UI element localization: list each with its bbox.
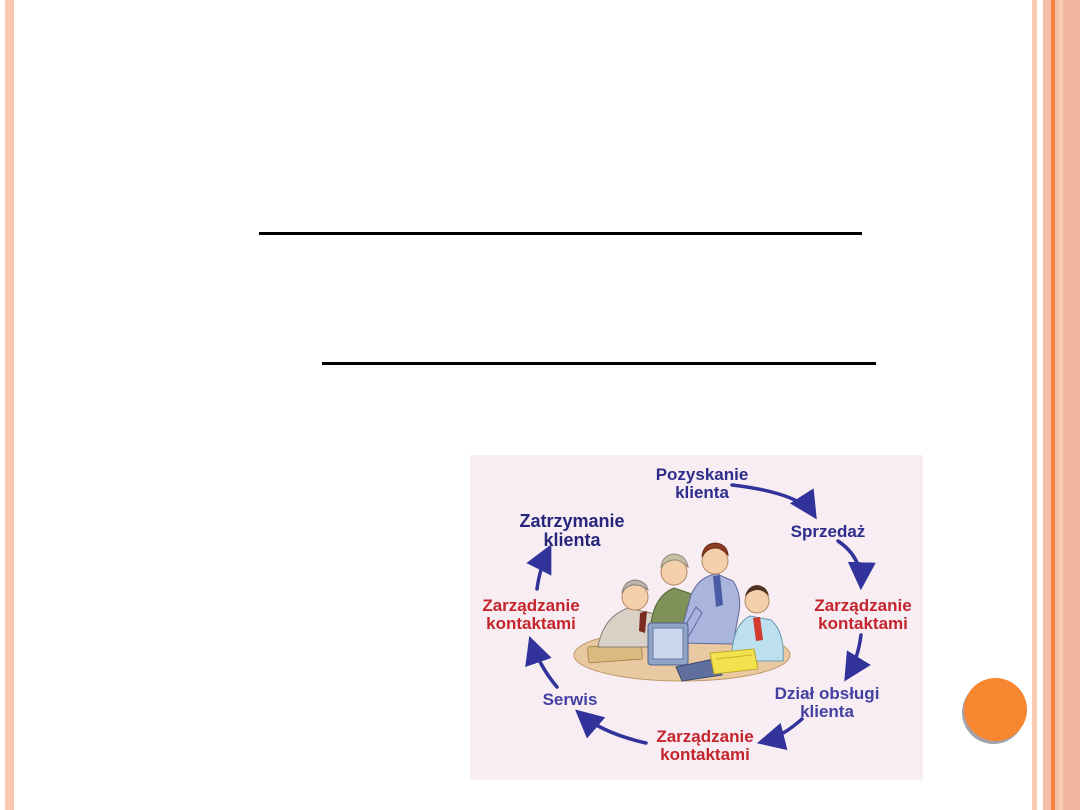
cycle-label-zarzadzanie-kontaktami-right: Zarządzanie kontaktami bbox=[814, 596, 912, 633]
laptop bbox=[647, 622, 723, 682]
right-border-band-inner bbox=[1055, 0, 1059, 810]
cycle-label-sprzedaz: Sprzedaż bbox=[790, 522, 866, 541]
heading-underline-2 bbox=[322, 362, 876, 365]
cycle-label-pozyskanie-klienta: Pozyskanie klienta bbox=[655, 465, 749, 502]
team-around-laptop-clipart bbox=[573, 542, 791, 682]
cycle-label-zarzadzanie-kontaktami-left: Zarządzanie kontaktami bbox=[482, 596, 580, 633]
page-number-circle bbox=[964, 678, 1027, 741]
right-border-band-outer bbox=[1063, 0, 1080, 810]
cycle-arrows bbox=[525, 483, 876, 751]
right-border-stripe-thin bbox=[1032, 0, 1037, 810]
left-border-stripe bbox=[5, 0, 14, 810]
yellow-pad bbox=[709, 648, 759, 675]
cycle-label-zarzadzanie-kontaktami-bottom: Zarządzanie kontaktami bbox=[656, 727, 754, 764]
cycle-label-serwis: Serwis bbox=[542, 690, 598, 709]
right-border-band bbox=[1043, 0, 1051, 810]
cycle-diagram-graphics bbox=[525, 483, 876, 751]
person-right bbox=[731, 585, 784, 662]
cycle-label-zatrzymanie-klienta: Zatrzymanie klienta bbox=[519, 511, 625, 550]
right-border-accent-line bbox=[1051, 0, 1055, 810]
crm-cycle-diagram: Pozyskanie klienta Sprzedaż Zarządzanie … bbox=[470, 455, 923, 780]
right-border-band-light bbox=[1059, 0, 1063, 810]
cycle-label-dzial-obslugi-klienta: Dział obsługi klienta bbox=[774, 684, 880, 721]
heading-underline-1 bbox=[259, 232, 862, 235]
person-center bbox=[677, 542, 741, 645]
